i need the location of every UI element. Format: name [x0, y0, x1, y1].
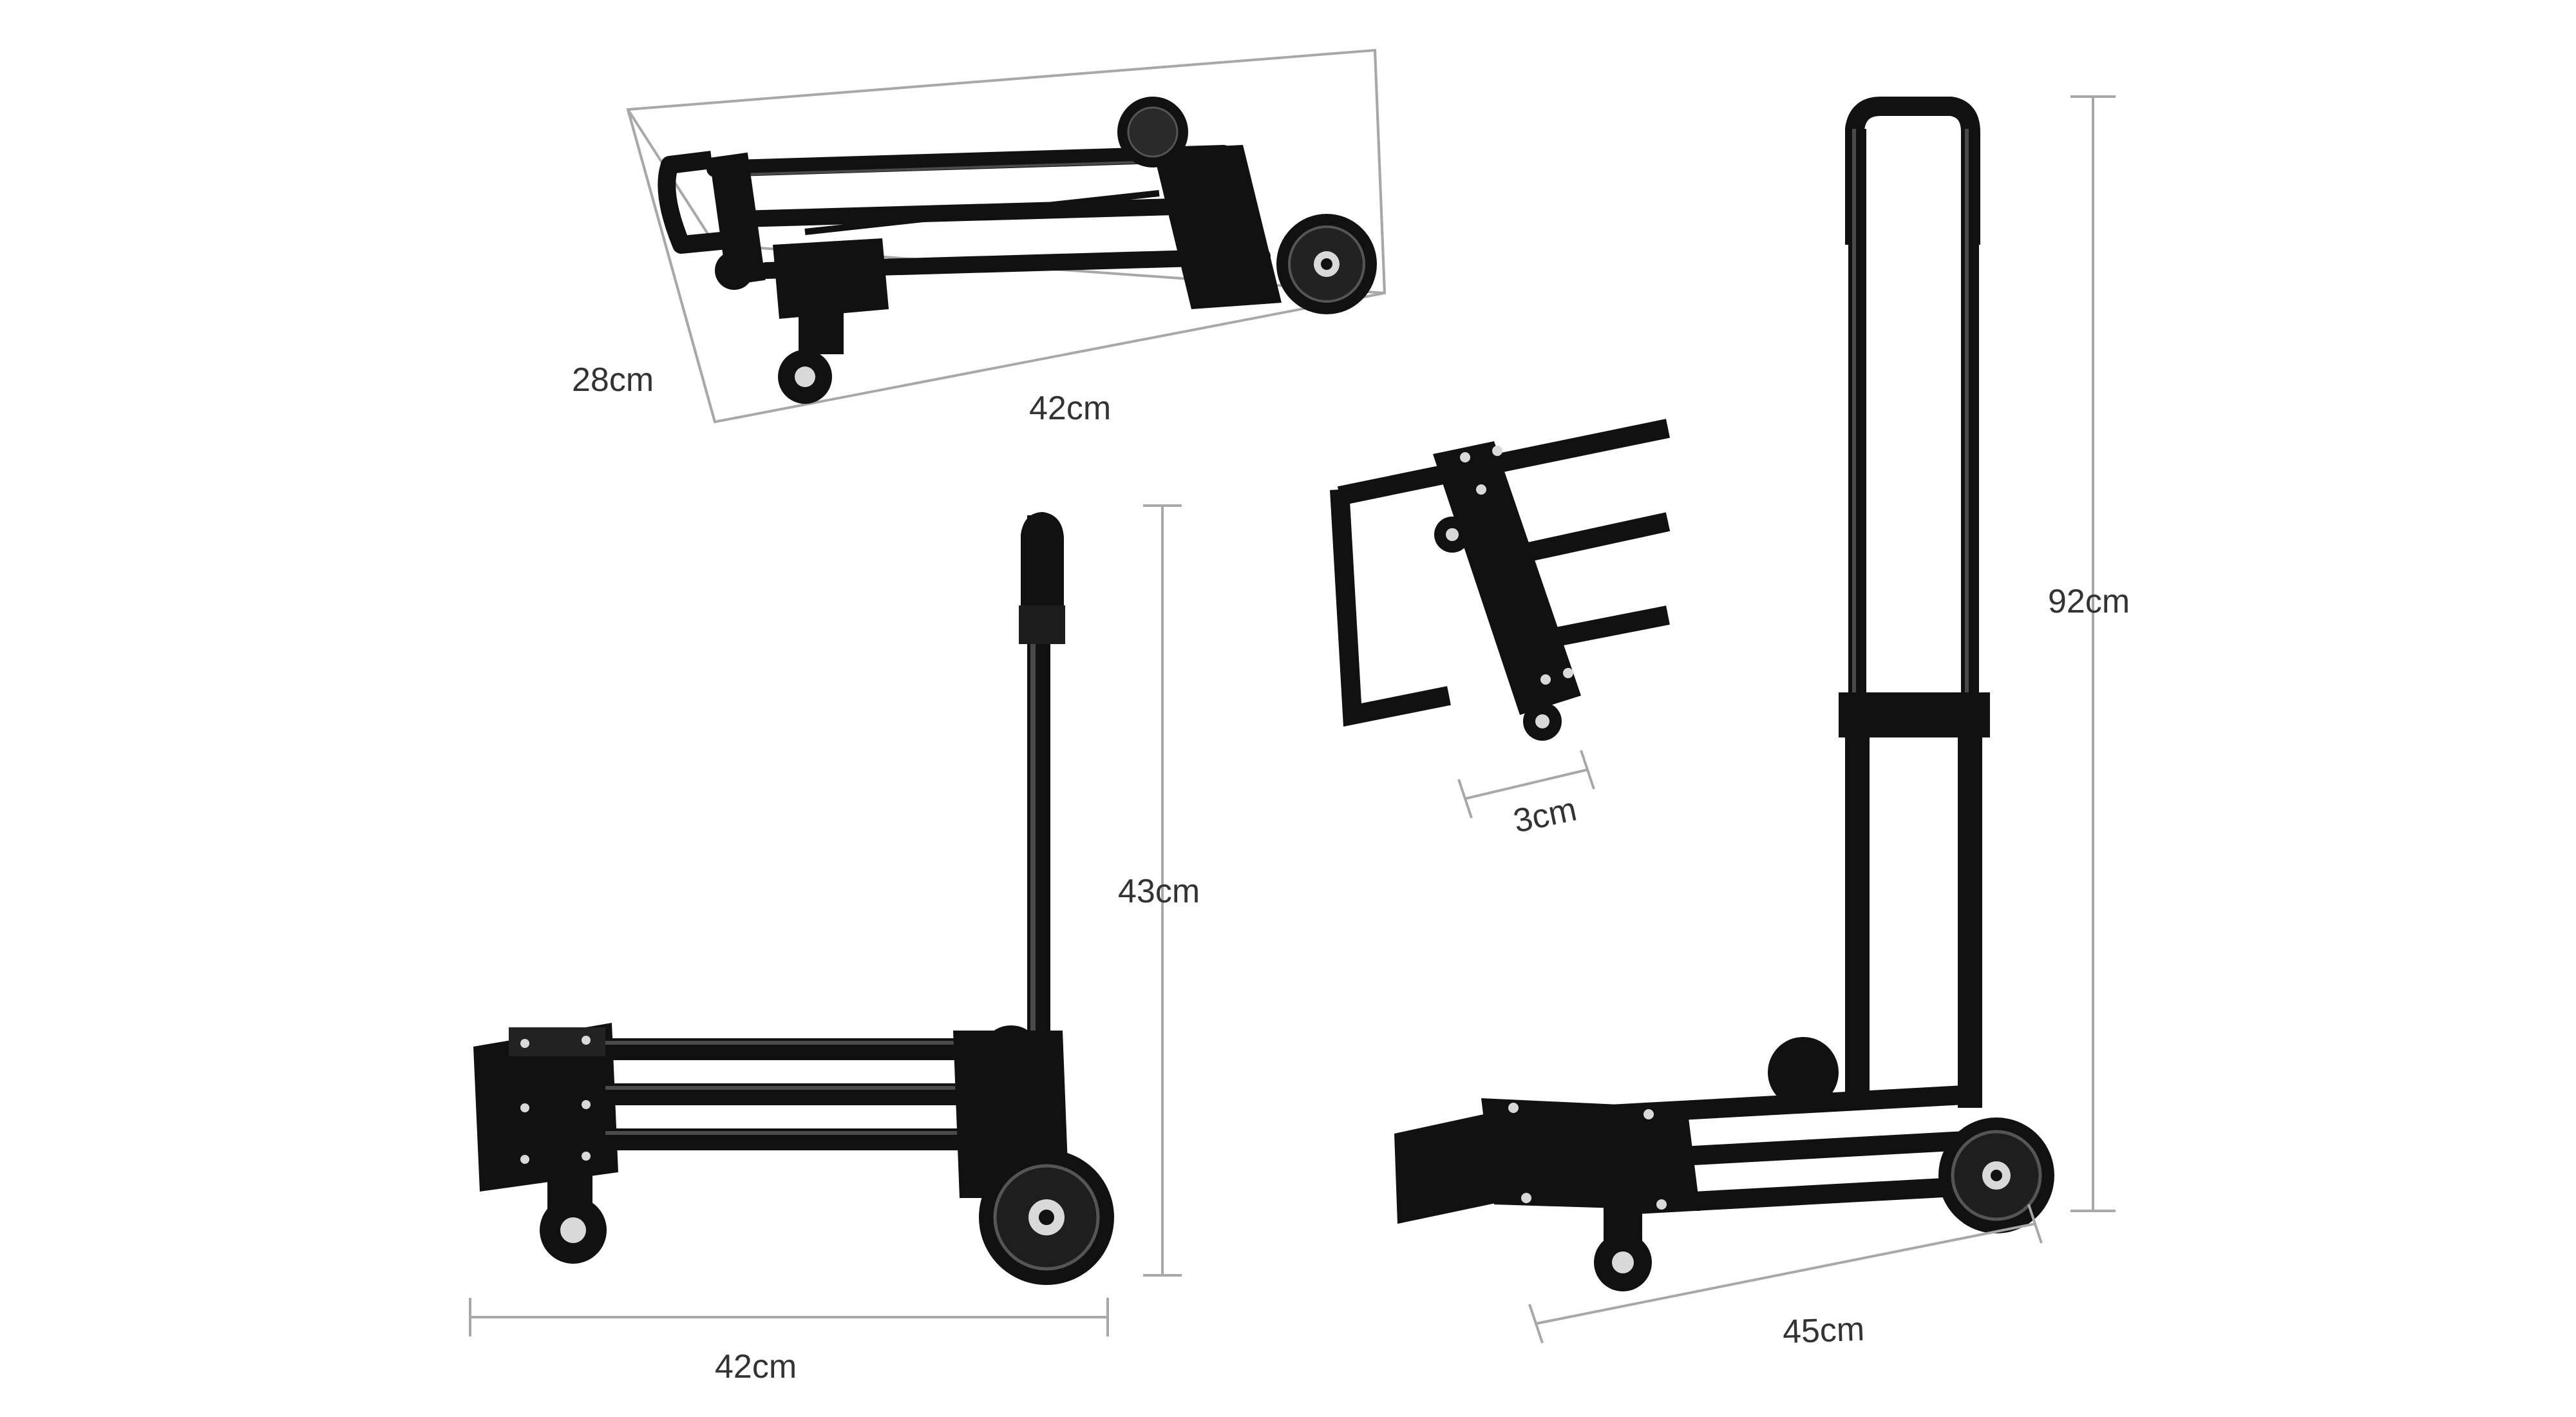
folded-length-label: 42cm [1029, 390, 1112, 427]
side-dimension-lines [469, 504, 1182, 1336]
side-trolley-view [473, 512, 1114, 1285]
extended-trolley-view [1394, 97, 2054, 1291]
extended-caster [1594, 1204, 1652, 1291]
folded-trolley-view [626, 48, 1387, 424]
folded-wheel-back [1117, 97, 1188, 167]
side-height-label: 43cm [1118, 873, 1200, 910]
closeup-view [1330, 419, 1671, 741]
extended-wheel-large [1768, 1037, 2054, 1233]
side-wheel-large [979, 1025, 1114, 1285]
extended-dimension-lines [1528, 95, 2116, 1344]
extended-height-label: 92cm [2048, 583, 2130, 620]
folded-caster [715, 251, 844, 404]
side-caster [540, 1172, 607, 1264]
side-handle [1019, 512, 1065, 1108]
side-base-frame [473, 1023, 1069, 1198]
extended-length-label: 45cm [1782, 1310, 1866, 1351]
closeup-dimension-lines [1457, 750, 1595, 819]
side-length-label: 42cm [715, 1348, 797, 1385]
folded-width-label: 28cm [572, 361, 654, 399]
folded-wheel-large [1276, 214, 1377, 314]
